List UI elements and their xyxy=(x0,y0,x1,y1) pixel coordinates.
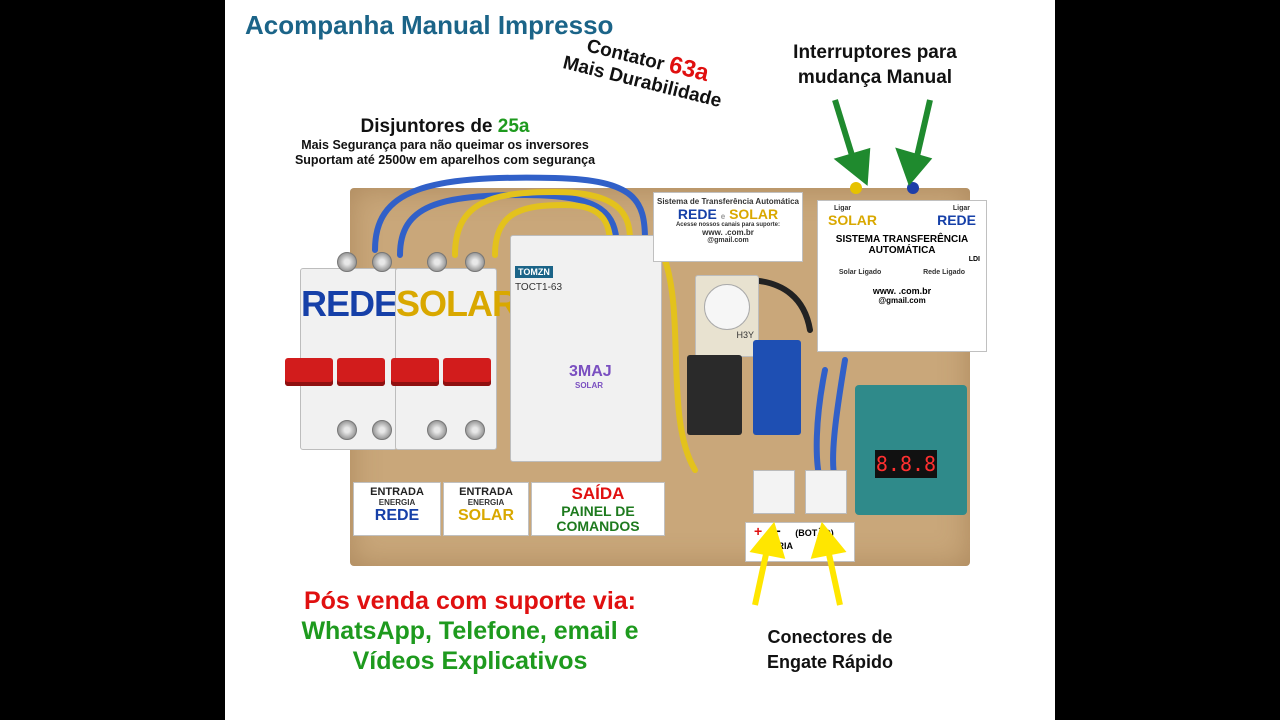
label-entrada-solar: ENTRADA ENERGIA SOLAR xyxy=(443,482,529,536)
battery-botao: (BOTÃO) xyxy=(795,528,834,538)
posvenda-line3: Vídeos Explicativos xyxy=(352,647,588,675)
control-title1: SISTEMA TRANSFERÊNCIA xyxy=(835,234,969,245)
rede-switch-icon xyxy=(907,182,919,194)
control-rede-ligado: Rede Ligado xyxy=(923,269,966,276)
quick-connector xyxy=(805,470,847,514)
breaker-handle-2 xyxy=(337,358,385,386)
disjuntores-amperage: 25a xyxy=(497,116,530,137)
label-energia: ENERGIA xyxy=(378,498,416,507)
label-entrada: ENTRADA xyxy=(459,486,513,498)
label-solar: SOLAR xyxy=(458,507,514,524)
quick-connector xyxy=(753,470,795,514)
contactor-brand: TOMZN xyxy=(515,266,553,278)
timer-model: H3Y xyxy=(736,330,754,340)
system-card-contact: Acesse nossos canais para suporte: xyxy=(675,222,781,228)
green-arrow-head xyxy=(895,147,933,186)
control-title2: AUTOMÁTICA xyxy=(868,245,936,256)
control-code: LDI xyxy=(968,256,980,263)
screw-terminal xyxy=(465,252,485,272)
screw-terminal xyxy=(337,420,357,440)
system-card-title: Sistema de Transferência Automática xyxy=(657,197,799,206)
system-card-email: @gmail.com xyxy=(707,237,749,244)
label-saida: SAÍDA PAINEL DE COMANDOS xyxy=(531,482,665,536)
system-card-web: www. .com.br xyxy=(702,228,754,237)
conectores-line2: Engate Rápido xyxy=(766,652,893,672)
breaker-handle-3 xyxy=(391,358,439,386)
timer-dial-icon xyxy=(704,284,750,330)
relay-board: 8.8.8 xyxy=(855,385,967,515)
breaker-handle-4 xyxy=(443,358,491,386)
contactor-logo: 3MAJ xyxy=(569,363,612,380)
contactor-logo-sub: SOLAR xyxy=(575,381,603,390)
led-display: 8.8.8 xyxy=(875,450,937,478)
system-card-rede: REDE xyxy=(677,206,717,222)
screw-terminal xyxy=(337,252,357,272)
system-card-solar: SOLAR xyxy=(729,206,779,222)
disjuntores-line2: Suportam até 2500w em aparelhos com segu… xyxy=(294,153,596,167)
screw-terminal xyxy=(427,252,447,272)
screw-terminal xyxy=(372,252,392,272)
label-entrada: ENTRADA xyxy=(370,486,424,498)
interruptores-caption: Interruptores para mudança Manual xyxy=(765,40,985,90)
control-box: Ligar Ligar SOLAR REDE SISTEMA TRANSFERÊ… xyxy=(817,200,987,352)
battery-plus: + xyxy=(754,523,763,539)
control-ligar-solar: Ligar xyxy=(834,205,852,212)
disjuntores-caption: Disjuntores de 25a Mais Segurança para n… xyxy=(245,116,645,168)
label-rede: REDE xyxy=(374,507,420,524)
green-arrow-head xyxy=(833,147,871,186)
control-solar: SOLAR xyxy=(828,212,877,228)
posvenda-caption: Pós venda com suporte via: WhatsApp, Tel… xyxy=(245,586,695,676)
yellow-arrow-head xyxy=(749,521,786,559)
interruptores-line2: mudança Manual xyxy=(797,67,953,88)
headline-title: Acompanha Manual Impresso xyxy=(245,10,614,40)
label-comandos: COMANDOS xyxy=(556,518,640,534)
label-painel: PAINEL DE xyxy=(561,503,635,519)
interruptores-line1: Interruptores para xyxy=(793,42,957,63)
timer-relay: H3Y xyxy=(695,275,759,357)
system-info-card: Sistema de Transferência Automática REDE… xyxy=(653,192,803,262)
system-card-e: e xyxy=(720,212,726,221)
contactor-model: TOCT1-63 xyxy=(515,282,563,293)
arrows-overlay xyxy=(749,99,933,606)
dc-converter-module xyxy=(753,340,801,435)
conectores-caption: Conectores de Engate Rápido xyxy=(720,625,940,675)
breaker-rede-label: REDE xyxy=(301,283,398,324)
yellow-arrow-head xyxy=(810,521,847,559)
label-saida-title: SAÍDA xyxy=(571,484,625,503)
posvenda-line2: WhatsApp, Telefone, email e xyxy=(301,617,639,645)
screw-terminal xyxy=(372,420,392,440)
control-ligar-rede: Ligar xyxy=(952,205,970,212)
disjuntores-line1: Mais Segurança para não queimar os inver… xyxy=(301,138,589,152)
control-rede: REDE xyxy=(937,212,976,228)
solar-switch-icon xyxy=(850,182,862,194)
disjuntores-heading: Disjuntores de xyxy=(360,116,493,137)
contactor-device: TOMZN TOCT1-63 3MAJ SOLAR xyxy=(510,235,662,462)
label-energia: ENERGIA xyxy=(467,498,505,507)
image-canvas: Acompanha Manual Impresso Contator 63a M… xyxy=(225,0,1055,720)
screw-terminal xyxy=(465,420,485,440)
conectores-line1: Conectores de xyxy=(767,627,893,647)
control-email: @gmail.com xyxy=(878,296,926,305)
label-entrada-rede: ENTRADA ENERGIA REDE xyxy=(353,482,441,536)
posvenda-line1: Pós venda com suporte via: xyxy=(303,587,637,615)
breaker-handle-1 xyxy=(285,358,333,386)
control-solar-ligado: Solar Ligado xyxy=(838,269,882,276)
timer-socket xyxy=(687,355,742,435)
screw-terminal xyxy=(427,420,447,440)
control-web: www. .com.br xyxy=(872,286,932,296)
